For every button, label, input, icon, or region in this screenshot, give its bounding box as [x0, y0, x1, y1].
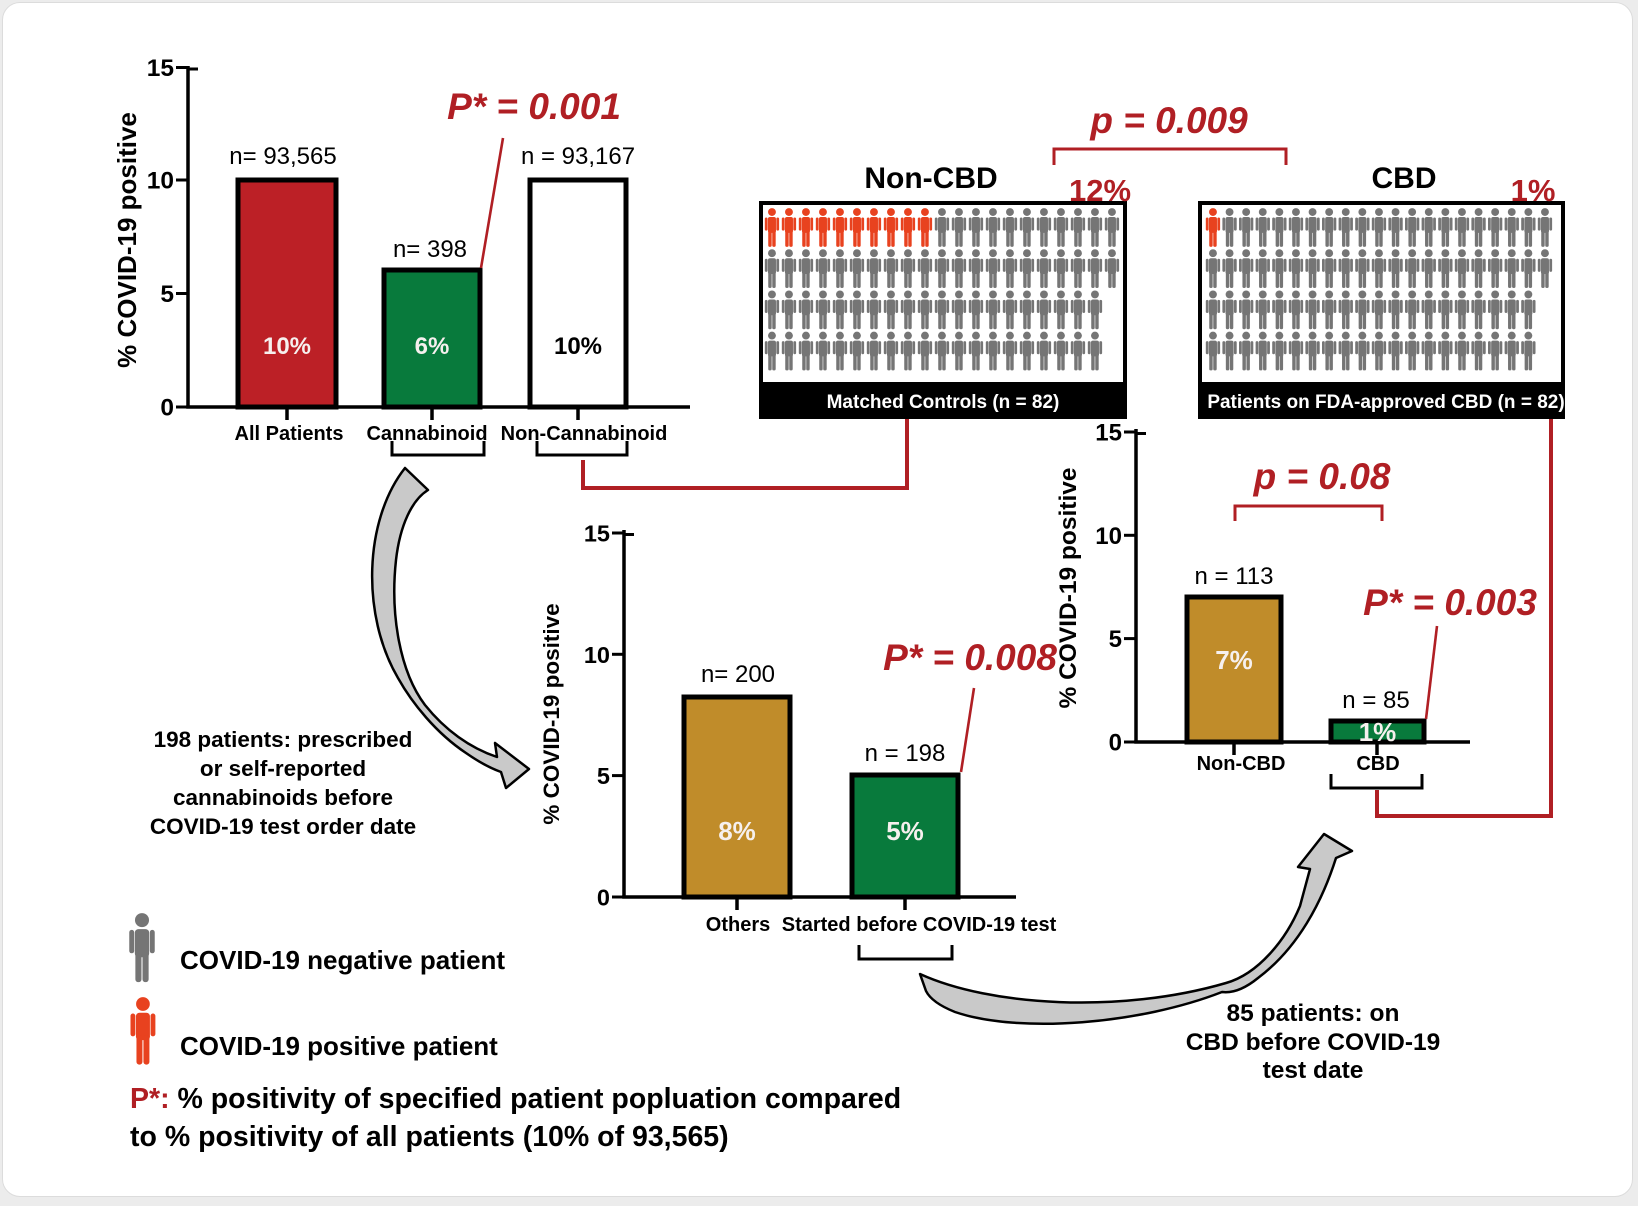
svg-text:10: 10 [1095, 523, 1122, 550]
svg-text:1%: 1% [1511, 173, 1556, 208]
svg-text:% COVID-19 positive: % COVID-19 positive [112, 112, 142, 368]
svg-text:n = 93,167: n = 93,167 [521, 143, 635, 170]
svg-text:0: 0 [160, 395, 174, 422]
svg-text:Matched Controls (n = 82): Matched Controls (n = 82) [827, 392, 1060, 413]
svg-text:P* = 0.003: P* = 0.003 [1363, 582, 1537, 623]
svg-text:Others: Others [706, 914, 770, 936]
svg-text:or self-reported: or self-reported [200, 756, 366, 781]
svg-text:% COVID-19 positive: % COVID-19 positive [1055, 468, 1082, 709]
svg-text:Started before COVID-19 test: Started before COVID-19 test [782, 914, 1057, 936]
svg-text:0: 0 [1109, 730, 1122, 757]
svg-text:12%: 12% [1069, 173, 1131, 208]
svg-text:10: 10 [584, 642, 610, 668]
svg-text:Non-CBD: Non-CBD [1197, 753, 1286, 775]
svg-text:p = 0.08: p = 0.08 [1253, 456, 1391, 497]
svg-text:Non-CBD: Non-CBD [864, 162, 997, 195]
svg-text:85 patients: on: 85 patients: on [1227, 1000, 1400, 1027]
svg-text:to % positivity of all patient: to % positivity of all patients (10% of … [130, 1121, 729, 1153]
svg-text:All Patients: All Patients [235, 423, 344, 445]
svg-text:n= 200: n= 200 [701, 661, 775, 688]
svg-text:n= 93,565: n= 93,565 [229, 143, 336, 170]
svg-text:P*: % positivity of specified: P*: % positivity of specified patient po… [130, 1083, 901, 1115]
svg-text:P* = 0.001: P* = 0.001 [447, 86, 621, 127]
svg-text:6%: 6% [415, 333, 450, 360]
svg-text:10%: 10% [554, 333, 602, 360]
svg-text:10: 10 [147, 168, 174, 195]
svg-text:cannabinoids before: cannabinoids before [173, 785, 393, 810]
svg-text:10%: 10% [263, 333, 311, 360]
svg-text:COVID-19 negative patient: COVID-19 negative patient [180, 945, 505, 975]
svg-text:n = 85: n = 85 [1342, 687, 1409, 714]
svg-text:8%: 8% [718, 816, 756, 846]
svg-text:7%: 7% [1215, 645, 1253, 675]
svg-text:COVID-19 positive patient: COVID-19 positive patient [180, 1031, 498, 1061]
svg-text:198 patients: prescribed: 198 patients: prescribed [154, 727, 413, 752]
svg-text:n = 198: n = 198 [865, 740, 946, 767]
svg-text:5: 5 [160, 281, 174, 308]
svg-text:CBD: CBD [1356, 753, 1399, 775]
svg-text:COVID-19 test order date: COVID-19 test order date [150, 814, 416, 839]
svg-text:Cannabinoid: Cannabinoid [366, 423, 487, 445]
svg-text:15: 15 [1095, 420, 1122, 447]
svg-text:p = 0.009: p = 0.009 [1089, 100, 1248, 141]
svg-text:Non-Cannabinoid: Non-Cannabinoid [501, 423, 668, 445]
svg-text:n= 398: n= 398 [393, 236, 467, 263]
svg-text:Patients on FDA-approved CBD (: Patients on FDA-approved CBD (n = 82) [1207, 392, 1564, 413]
svg-text:15: 15 [584, 521, 610, 547]
svg-text:0: 0 [597, 885, 610, 911]
svg-text:% COVID-19 positive: % COVID-19 positive [539, 603, 564, 824]
svg-text:5%: 5% [886, 816, 924, 846]
svg-text:CBD before COVID-19: CBD before COVID-19 [1186, 1029, 1441, 1056]
svg-text:15: 15 [147, 55, 174, 82]
svg-text:5: 5 [1109, 626, 1122, 653]
svg-text:n = 113: n = 113 [1195, 563, 1274, 590]
svg-text:P* = 0.008: P* = 0.008 [883, 637, 1057, 678]
svg-text:test date: test date [1263, 1057, 1364, 1084]
svg-text:CBD: CBD [1372, 162, 1437, 195]
svg-text:5: 5 [597, 763, 610, 789]
